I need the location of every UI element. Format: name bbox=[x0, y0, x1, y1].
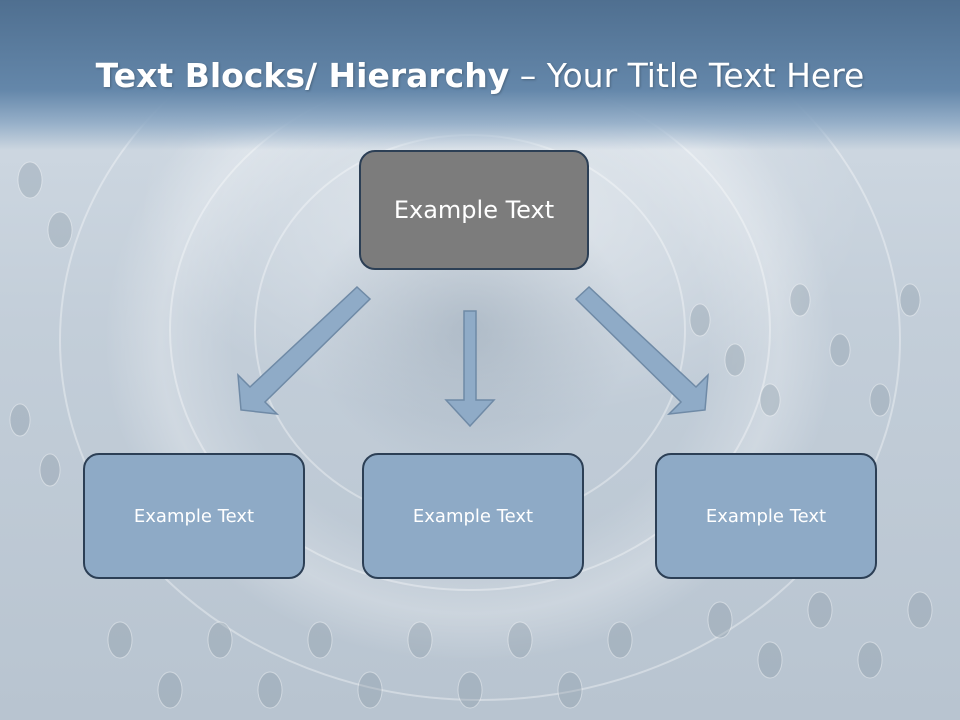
child-box-left-label: Example Text bbox=[133, 505, 255, 527]
top-box: Example Text bbox=[359, 150, 589, 270]
top-box-label: Example Text bbox=[393, 196, 555, 224]
title-band bbox=[0, 0, 960, 150]
child-box-middle: Example Text bbox=[362, 453, 584, 579]
child-box-left: Example Text bbox=[83, 453, 305, 579]
slide-title-bold: Text Blocks/ Hierarchy bbox=[95, 56, 510, 95]
slide-title: Text Blocks/ Hierarchy – Your Title Text… bbox=[0, 52, 960, 100]
arrow-down-left bbox=[237, 285, 372, 415]
child-box-right-label: Example Text bbox=[705, 505, 827, 527]
child-box-right: Example Text bbox=[655, 453, 877, 579]
arrow-down bbox=[444, 310, 496, 428]
child-box-middle-label: Example Text bbox=[412, 505, 534, 527]
arrow-down-right bbox=[574, 285, 709, 415]
slide-title-rest: – Your Title Text Here bbox=[509, 56, 865, 95]
